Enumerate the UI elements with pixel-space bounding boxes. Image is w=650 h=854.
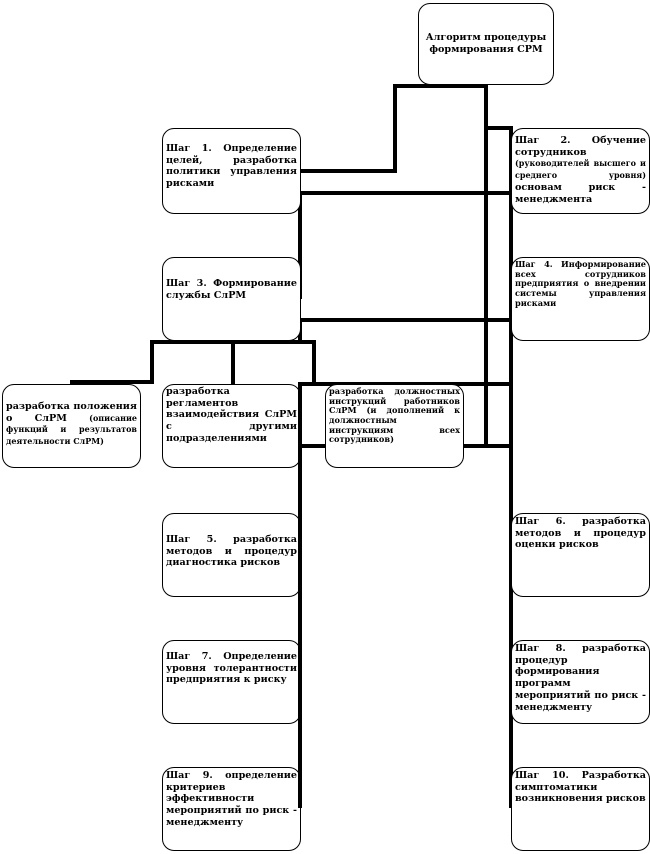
step-3-text: Шаг 3. Формирование службы СлРМ (166, 278, 297, 301)
connector-step3-step4 (300, 318, 512, 322)
step-10-text: Шаг 10. Разработка симптоматики возникно… (515, 770, 646, 805)
step-6-box: Шаг 6. разработка методов и процедур оце… (511, 513, 650, 597)
connector-to-step2 (484, 126, 512, 130)
step-3-box: Шаг 3. Формирование службы СлРМ (162, 257, 301, 341)
step-1-text: Шаг 1. Определение целей, разработка пол… (166, 143, 297, 190)
step-2-main-text: Шаг 2. Обучение сотрудников (515, 135, 646, 158)
connector-branch-sub1-left (70, 380, 154, 384)
connector-branch-sub1-down (150, 340, 154, 384)
step-7-box: Шаг 7. Определение уровня толерантности … (162, 640, 301, 724)
connector-branch-sub3 (312, 340, 316, 384)
step-2-box: Шаг 2. Обучение сотрудников (руководител… (511, 128, 650, 214)
connector-title-elbow (393, 84, 488, 88)
step-8-text: Шаг 8. разработка процедур формирования … (515, 643, 646, 713)
sub-task-2-box: разработка регламентов взаимодействия Сл… (162, 384, 301, 468)
connector-left-spine (298, 191, 302, 299)
diagram-title: Алгоритм процедуры формирования СРМ (425, 32, 547, 55)
step-2-sub-text: (руководителей высшего и среднего уровня… (515, 158, 646, 181)
connector-title-down-right (484, 84, 488, 448)
step-9-box: Шаг 9. определение критериев эффективнос… (162, 767, 301, 851)
step-5-text: Шаг 5. разработка методов и процедур диа… (166, 534, 297, 569)
connector-left-spine-lower (298, 382, 302, 808)
sub-task-3-text: разработка должностных инструкций работн… (329, 386, 460, 445)
step-4-box: Шаг 4. Информирование всех сотрудников п… (511, 257, 650, 341)
step-9-text: Шаг 9. определение критериев эффективнос… (166, 770, 297, 828)
connector-title-down-left (393, 84, 397, 172)
sub-task-3-box: разработка должностных инструкций работн… (325, 384, 464, 468)
connector-step1-right (300, 169, 397, 173)
sub-task-1-box: разработка положения о СлРМ (описание фу… (2, 384, 141, 468)
sub-task-2-text: разработка регламентов взаимодействия Сл… (166, 386, 297, 444)
step-6-text: Шаг 6. разработка методов и процедур оце… (515, 516, 646, 551)
diagram-title-box: Алгоритм процедуры формирования СРМ (418, 3, 554, 85)
step-5-box: Шаг 5. разработка методов и процедур диа… (162, 513, 301, 597)
step-1-box: Шаг 1. Определение целей, разработка пол… (162, 128, 301, 214)
step-2-tail-text: основам риск - менеджмента (515, 181, 646, 205)
connector-branch-sub2 (231, 340, 235, 384)
step-4-text: Шаг 4. Информирование всех сотрудников п… (515, 259, 646, 308)
connector-right-spine (509, 126, 513, 808)
connector-step1-step2 (300, 191, 512, 195)
step-8-box: Шаг 8. разработка процедур формирования … (511, 640, 650, 724)
step-7-text: Шаг 7. Определение уровня толерантности … (166, 651, 297, 686)
sub-task-1-sub-text: (описание функций и результатов деятельн… (6, 412, 137, 447)
step-10-box: Шаг 10. Разработка симптоматики возникно… (511, 767, 650, 851)
sub-task-1-main-text: разработка положения о СлРМ (6, 401, 137, 424)
